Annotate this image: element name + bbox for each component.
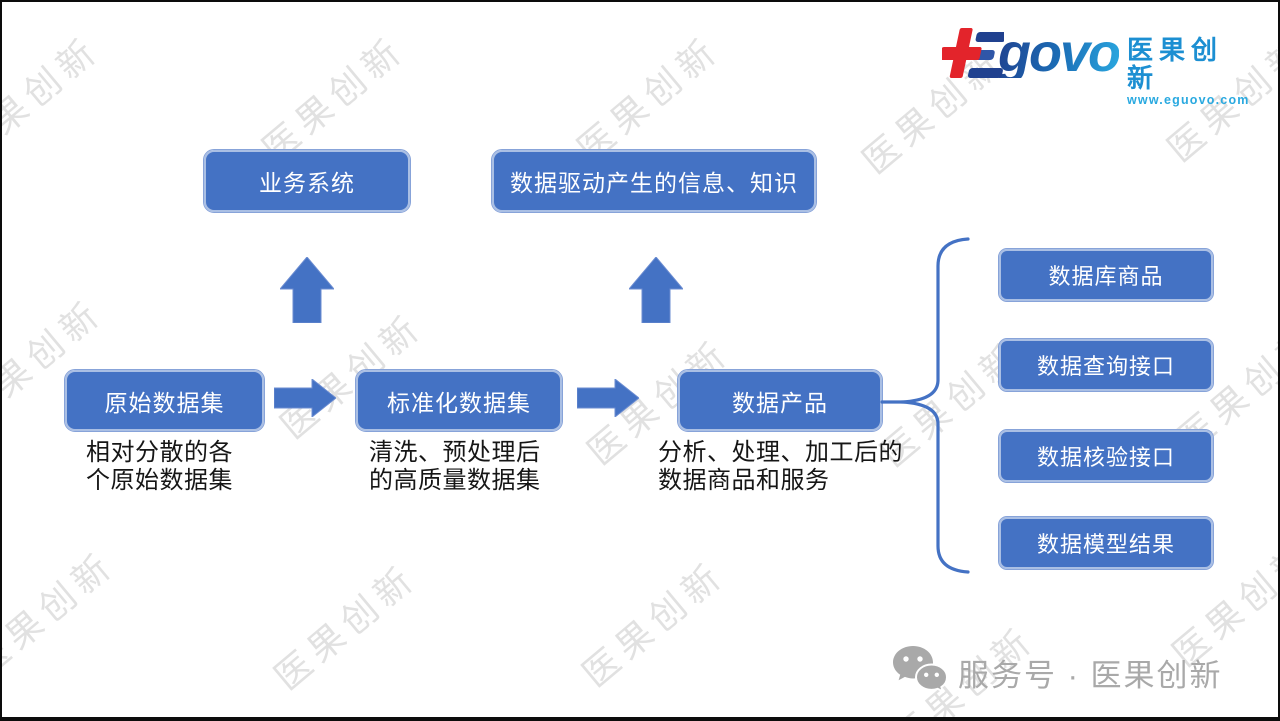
brand-chinese-name: 医果创新 [1127, 35, 1224, 93]
watermark-text: 医果创新 [574, 552, 733, 695]
description-line: 数据商品和服务 [658, 467, 830, 494]
watermark-text: 医果创新 [266, 555, 425, 698]
node-model-result: 数据模型结果 [998, 516, 1214, 570]
node-business-system: 业务系统 [203, 149, 411, 213]
description-line: 清洗、预处理后 [369, 439, 541, 466]
description-line: 分析、处理、加工后的 [658, 439, 903, 466]
up-arrow-raw-to-business [280, 257, 334, 323]
brace-product-outputs [880, 237, 970, 574]
watermark-text: 医果创新 [0, 27, 108, 170]
brand-logo: govo 医果创新 www.eguovo.com [939, 23, 1248, 107]
right-arrow-standard-to-product [577, 379, 639, 417]
right-arrow-raw-to-standard [274, 379, 336, 417]
node-raw-dataset: 原始数据集 [64, 369, 265, 432]
description-line: 个原始数据集 [86, 467, 233, 494]
description-data-product: 分析、处理、加工后的 数据商品和服务 [658, 439, 903, 495]
brand-subtitle: 医果创新 www.eguovo.com [1127, 36, 1250, 107]
brand-website: www.eguovo.com [1127, 93, 1250, 107]
node-query-api: 数据查询接口 [998, 338, 1214, 392]
node-data-driven-info: 数据驱动产生的信息、知识 [491, 149, 817, 213]
egovo-cross-e-icon [939, 28, 1007, 84]
wechat-account-label: 服务号 · 医果创新 [958, 658, 1223, 693]
description-raw-dataset: 相对分散的各 个原始数据集 [86, 439, 233, 495]
node-verify-api: 数据核验接口 [998, 429, 1214, 483]
node-standard-dataset: 标准化数据集 [355, 369, 563, 432]
up-arrow-product-to-info [629, 257, 683, 323]
wechat-account-banner: 服务号 · 医果创新 [892, 645, 1223, 700]
node-data-product: 数据产品 [677, 369, 883, 432]
wechat-icon [892, 645, 949, 700]
description-line: 的高质量数据集 [369, 467, 541, 494]
brand-wordmark: govo [998, 23, 1121, 83]
description-line: 相对分散的各 [86, 439, 233, 466]
description-standard-dataset: 清洗、预处理后 的高质量数据集 [369, 439, 541, 495]
watermark-text: 医果创新 [0, 542, 123, 685]
node-database-goods: 数据库商品 [998, 248, 1214, 302]
